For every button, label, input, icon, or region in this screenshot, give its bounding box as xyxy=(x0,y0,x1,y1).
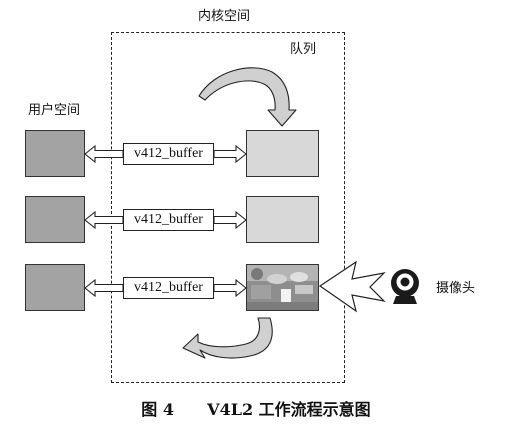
user-buffer-block-1 xyxy=(25,130,85,177)
queue-buffer-block-1 xyxy=(246,130,319,177)
camera-input-arrow xyxy=(318,260,386,313)
arrow-to-queue-1 xyxy=(213,145,247,163)
buffer-label-1: v412_buffer xyxy=(123,143,214,165)
dequeue-curved-arrow xyxy=(182,317,273,359)
queue-buffer-block-filled xyxy=(246,264,319,311)
arrow-to-user-2 xyxy=(84,211,124,229)
camera-label: 摄像头 xyxy=(436,281,476,296)
user-buffer-block-3 xyxy=(25,264,85,311)
queue-label: 队列 xyxy=(290,42,317,57)
arrow-to-queue-2 xyxy=(213,211,247,229)
user-buffer-block-2 xyxy=(25,196,85,243)
arrow-to-queue-3 xyxy=(213,279,247,297)
enqueue-curved-arrow xyxy=(198,67,297,127)
kernel-space-region xyxy=(111,32,345,383)
webcam-icon xyxy=(391,269,419,304)
buffer-label-3: v412_buffer xyxy=(123,277,214,299)
buffer-label-2: v412_buffer xyxy=(123,209,214,231)
figure-title: V4L2 工作流程示意图 xyxy=(207,400,371,419)
user-space-label: 用户空间 xyxy=(28,103,81,118)
kernel-space-label: 内核空间 xyxy=(198,9,251,24)
arrow-to-user-1 xyxy=(84,145,124,163)
arrow-to-user-3 xyxy=(84,279,124,297)
queue-buffer-block-2 xyxy=(246,196,319,243)
captured-frame-image xyxy=(247,265,318,310)
figure-caption: 图 4 V4L2 工作流程示意图 xyxy=(0,396,512,420)
figure-number: 图 4 xyxy=(141,400,175,419)
